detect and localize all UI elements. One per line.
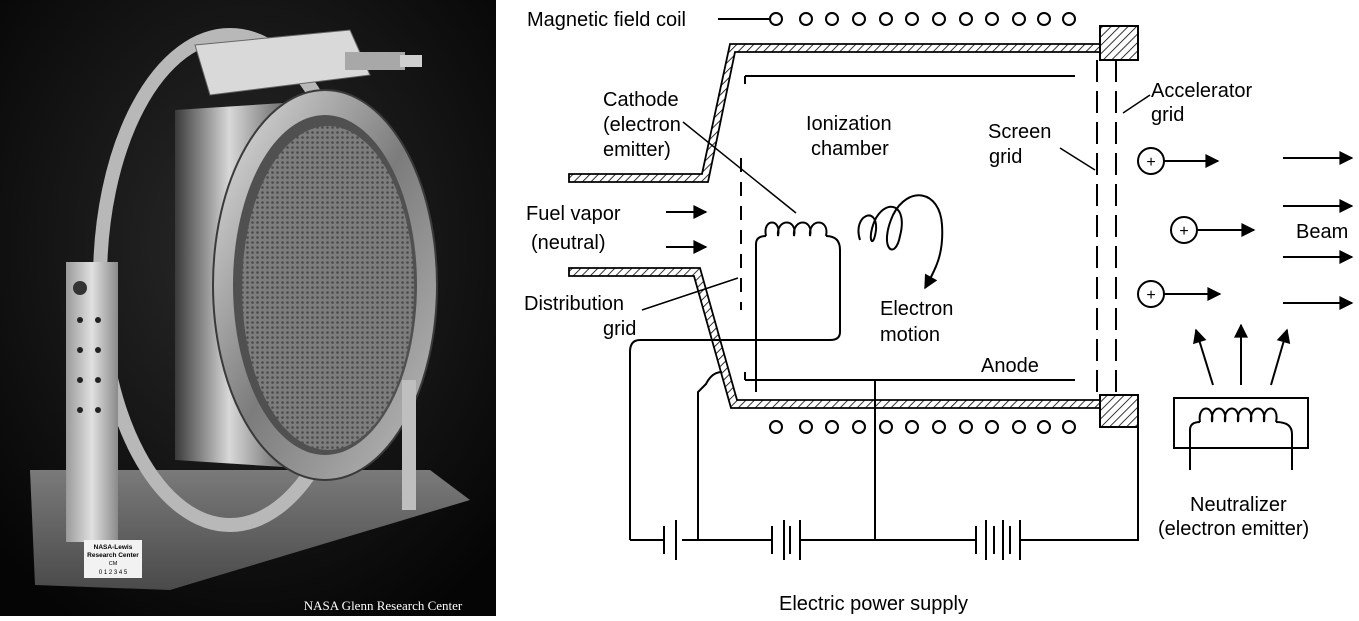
- fuel-vapor-label-1: Fuel vapor: [526, 203, 621, 225]
- electron-motion-label-1: Electron: [880, 298, 953, 320]
- screen-wire: [1020, 415, 1139, 541]
- top-coil-circles: [769, 12, 1076, 26]
- top-connector-tip: [400, 55, 422, 67]
- photo-credit: NASA Glenn Research Center: [304, 598, 463, 613]
- accelerator-leader: [1122, 94, 1151, 114]
- ion-optics-grid: [242, 126, 414, 450]
- accelerator-grid-label-2: grid: [1151, 104, 1184, 126]
- beam-label: Beam: [1296, 221, 1348, 243]
- tag-line3: CM: [109, 561, 118, 567]
- cathode-label-1: Cathode: [603, 89, 679, 111]
- ion-2-symbol: +: [1179, 223, 1188, 240]
- battery-1: [663, 520, 677, 560]
- ion-thruster-diagram: + + + Magnetic field coil Cathode (elect…: [496, 0, 1359, 616]
- ionization-label-1: Ionization: [806, 113, 892, 135]
- ion-1-symbol: +: [1146, 154, 1155, 171]
- ion-thruster-photo: NASA-Lewis Research Center CM 0 1 2 3 4 …: [0, 0, 496, 616]
- leg-hole: [73, 281, 87, 295]
- battery-2: [771, 520, 801, 560]
- neutralizer-lead-left: [1189, 421, 1201, 470]
- cathode-label-3: emitter): [603, 139, 671, 161]
- bottom-coil-circles: [769, 420, 1076, 434]
- neutralizer-label-2: (electron emitter): [1158, 518, 1309, 540]
- scale-tag: [84, 540, 142, 578]
- tag-scale: 0 1 2 3 4 5: [99, 570, 128, 576]
- top-housing: [194, 29, 371, 96]
- ion-2: [1170, 216, 1256, 244]
- magnetic-field-coil-label: Magnetic field coil: [527, 9, 686, 31]
- cathode-label-2: (electron: [603, 114, 681, 136]
- ion-thruster-photo-art: NASA-Lewis Research Center CM 0 1 2 3 4 …: [0, 0, 496, 616]
- cathode-lead-right: [629, 235, 841, 540]
- electron-arrow-1: [1193, 328, 1214, 386]
- distribution-leader: [641, 277, 739, 311]
- fuel-vapor-label-2: (neutral): [531, 232, 605, 254]
- screen-grid-label-2: grid: [989, 146, 1022, 168]
- neutralizer-label-1: Neutralizer: [1190, 494, 1287, 516]
- tag-line2: Research Center: [87, 552, 139, 559]
- top-grid-mount: [1099, 25, 1139, 61]
- electron-arrow-3: [1270, 328, 1291, 386]
- screen-leader: [1059, 147, 1096, 171]
- power-supply-label: Electric power supply: [779, 593, 968, 615]
- top-connector: [345, 52, 405, 70]
- neutralizer-box: [1173, 397, 1309, 449]
- cathode-leader: [682, 121, 797, 214]
- electron-motion-spiral: [857, 194, 944, 290]
- electron-motion-label-2: motion: [880, 324, 940, 346]
- ion-1: [1137, 147, 1220, 175]
- neutralizer-coil: [1198, 407, 1278, 423]
- anode-label: Anode: [981, 355, 1039, 377]
- ion-3: [1137, 280, 1222, 308]
- ionization-label-2: chamber: [811, 138, 889, 160]
- right-mount-leg: [402, 380, 416, 510]
- cathode-lead-left: [755, 235, 767, 392]
- distribution-grid-label-1: Distribution: [524, 293, 624, 315]
- battery-3: [975, 520, 1021, 560]
- cathode-coil: [764, 221, 828, 237]
- chamber-wall: [568, 25, 1139, 428]
- accelerator-grid-label-1: Accelerator: [1151, 80, 1252, 102]
- distribution-wire: [697, 371, 723, 540]
- neutralizer-lead-right: [1275, 421, 1293, 470]
- bottom-grid-mount: [1099, 394, 1139, 428]
- ion-3-symbol: +: [1146, 287, 1155, 304]
- screen-grid-label-1: Screen: [988, 121, 1051, 143]
- ion-thruster-schematic: + + + Magnetic field coil Cathode (elect…: [524, 9, 1354, 615]
- tag-line1: NASA-Lewis: [94, 544, 133, 551]
- left-mount-leg: [66, 262, 118, 542]
- distribution-grid-label-2: grid: [603, 318, 636, 340]
